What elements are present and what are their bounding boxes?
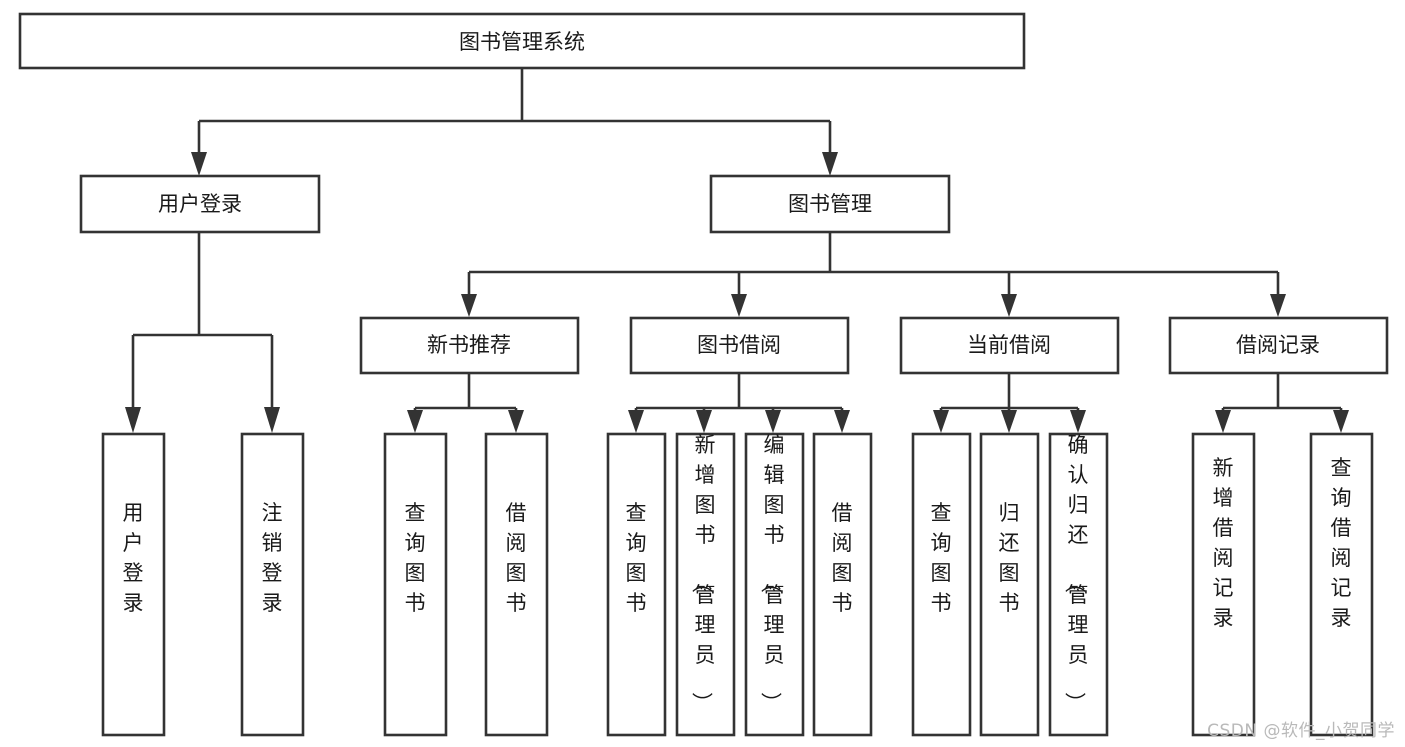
node-root-label: 图书管理系统 xyxy=(459,30,585,54)
leaf-new-book-1-label: 借阅图书 xyxy=(506,501,527,615)
leaf-node[interactable]: 用户登录 xyxy=(101,432,166,737)
leaf-node[interactable]: 新增借阅记录 xyxy=(1191,432,1256,737)
leaf-book-borrow-2-box[interactable] xyxy=(744,432,805,737)
arrow-head-leaf-borrow-record-1 xyxy=(1333,410,1349,433)
csdn-watermark: CSDN @软件_小贺同学 xyxy=(1207,721,1395,741)
node-book-borrow[interactable]: 图书借阅 xyxy=(629,316,850,375)
node-current-borrow-label: 当前借阅 xyxy=(967,333,1051,357)
leaf-book-borrow-2-label: 编辑图书（管理员） xyxy=(759,433,785,713)
leaf-user-login-0-label: 用户登录 xyxy=(123,501,144,615)
leaf-book-borrow-0-box[interactable] xyxy=(606,432,667,737)
node-root-box[interactable] xyxy=(18,12,1026,70)
leaf-node[interactable]: 查询借阅记录 xyxy=(1309,432,1374,737)
leaf-node[interactable]: 确认归还（管理员） xyxy=(1048,432,1109,737)
node-user-login-box[interactable] xyxy=(79,174,321,234)
node-root[interactable]: 图书管理系统 xyxy=(18,12,1026,70)
leaf-node[interactable]: 查询图书 xyxy=(911,432,972,737)
arrow-head-new-book xyxy=(461,294,477,317)
node-borrow-record-box[interactable] xyxy=(1168,316,1389,375)
node-book-management-box[interactable] xyxy=(709,174,951,234)
arrow-head-leaf-new-book-1 xyxy=(508,410,524,433)
leaf-new-book-0-box[interactable] xyxy=(383,432,448,737)
leaf-node[interactable]: 注销登录 xyxy=(240,432,305,737)
arrow-head-leaf-borrow-record-0 xyxy=(1215,410,1231,433)
leaf-current-borrow-0-label: 查询图书 xyxy=(931,501,952,615)
arrow-head-leaf-current-borrow-0 xyxy=(933,410,949,433)
leaf-node[interactable]: 借阅图书 xyxy=(812,432,873,737)
arrow-head-book-mgmt xyxy=(822,152,838,176)
leaf-book-borrow-3-label: 借阅图书 xyxy=(832,501,853,615)
arrow-head-user-login xyxy=(191,152,207,176)
node-current-borrow-box[interactable] xyxy=(899,316,1120,375)
leaf-new-book-1-box[interactable] xyxy=(484,432,549,737)
leaf-node[interactable]: 查询图书 xyxy=(383,432,448,737)
leaf-user-login-1-label: 注销登录 xyxy=(262,501,283,615)
arrow-head-leaf-book-borrow-2 xyxy=(765,410,781,433)
node-book-management-label: 图书管理 xyxy=(788,192,872,216)
leaf-node[interactable]: 查询图书 xyxy=(606,432,667,737)
node-book-borrow-label: 图书借阅 xyxy=(697,333,781,357)
leaf-borrow-record-1-box[interactable] xyxy=(1309,432,1374,737)
arrow-head-leaf-book-borrow-3 xyxy=(834,410,850,433)
arrow-head-current-borrow xyxy=(1001,294,1017,317)
leaf-borrow-record-0-box[interactable] xyxy=(1191,432,1256,737)
arrow-head-leaf-current-borrow-2 xyxy=(1070,410,1086,433)
node-book-borrow-box[interactable] xyxy=(629,316,850,375)
leaf-current-borrow-2-box[interactable] xyxy=(1048,432,1109,737)
leaf-node[interactable]: 归还图书 xyxy=(979,432,1040,737)
arrow-head-leaf-current-borrow-1 xyxy=(1001,410,1017,433)
arrow-head-book-borrow xyxy=(731,294,747,317)
node-current-borrow[interactable]: 当前借阅 xyxy=(899,316,1120,375)
node-new-book-recommend[interactable]: 新书推荐 xyxy=(359,316,580,375)
node-new-book-recommend-label: 新书推荐 xyxy=(427,333,511,357)
leaf-book-borrow-3-box[interactable] xyxy=(812,432,873,737)
node-book-management[interactable]: 图书管理 xyxy=(709,174,951,234)
leaf-book-borrow-1-label: 新增图书（管理员） xyxy=(690,433,716,713)
leaf-user-login-0-box[interactable] xyxy=(101,432,166,737)
leaf-new-book-0-label: 查询图书 xyxy=(405,501,426,615)
leaf-borrow-record-1-label: 查询借阅记录 xyxy=(1331,456,1352,630)
leaf-book-borrow-0-label: 查询图书 xyxy=(626,501,647,615)
arrow-head-leaf-user-login-0 xyxy=(125,407,141,433)
node-user-login[interactable]: 用户登录 xyxy=(79,174,321,234)
arrow-head-leaf-new-book-0 xyxy=(407,410,423,433)
node-borrow-record-label: 借阅记录 xyxy=(1236,333,1320,357)
leaf-current-borrow-1-label: 归还图书 xyxy=(999,501,1020,615)
node-user-login-label: 用户登录 xyxy=(158,192,242,216)
arrow-head-leaf-user-login-1 xyxy=(264,407,280,433)
arrow-head-leaf-book-borrow-1 xyxy=(696,410,712,433)
connector-layer xyxy=(125,68,1349,433)
arrow-head-borrow-record xyxy=(1270,294,1286,317)
leaf-node[interactable]: 编辑图书（管理员） xyxy=(744,432,805,737)
node-borrow-record[interactable]: 借阅记录 xyxy=(1168,316,1389,375)
leaf-current-borrow-1-box[interactable] xyxy=(979,432,1040,737)
leaf-current-borrow-2-label: 确认归还（管理员） xyxy=(1063,433,1089,713)
node-new-book-recommend-box[interactable] xyxy=(359,316,580,375)
leaf-node[interactable]: 借阅图书 xyxy=(484,432,549,737)
arrow-head-leaf-book-borrow-0 xyxy=(628,410,644,433)
leaf-current-borrow-0-box[interactable] xyxy=(911,432,972,737)
leaf-borrow-record-0-label: 新增借阅记录 xyxy=(1213,456,1234,630)
leaf-user-login-1-box[interactable] xyxy=(240,432,305,737)
leaf-book-borrow-1-box[interactable] xyxy=(675,432,736,737)
leaf-node[interactable]: 新增图书（管理员） xyxy=(675,432,736,737)
